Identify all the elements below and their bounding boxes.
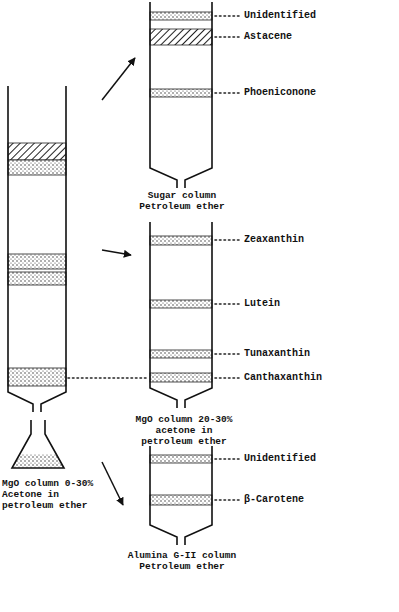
column-tube [150,446,212,545]
leader-dots [215,15,240,17]
band-label: Astacene [243,31,293,43]
adsorbed-band [8,368,66,386]
collection-flask [12,420,64,468]
leader-dots [215,458,240,460]
leader-dots [68,377,146,379]
adsorbed-band [150,373,212,382]
leader-dots [215,303,240,305]
column-tube [150,2,212,188]
flow-arrow [102,462,123,505]
column-tube [8,86,66,412]
band-label: Tunaxanthin [243,348,311,360]
column-tube [150,222,212,408]
adsorbed-band [8,254,66,269]
column-node: Sugar column Petroleum ether [136,0,228,212]
adsorbed-band [150,236,212,245]
adsorbed-band [8,143,66,160]
band-label: Zeaxanthin [243,234,305,246]
column-caption: Alumina G-II column Petroleum ether [124,550,240,572]
leader-dots [215,36,240,38]
adsorbed-band [150,455,212,463]
column-caption: MgO column 20-30% acetone in petroleum e… [132,414,236,447]
adsorbed-band [150,350,212,358]
column-node: Alumina G-II column Petroleum ether [124,444,240,572]
band-label: Phoeniconone [243,87,317,99]
flow-arrow [102,250,131,255]
column-node: MgO column 0-30% Acetone in petroleum et… [2,84,102,511]
leader-dots [215,92,240,94]
adsorbed-band [8,272,66,285]
leader-dots [215,377,240,379]
adsorbed-band [150,89,212,97]
chromatography-column [150,446,212,545]
leader-dots [215,353,240,355]
adsorbed-band [150,29,212,45]
column-caption: Sugar column Petroleum ether [136,190,228,212]
band-label: Canthaxanthin [243,372,323,384]
adsorbed-band [8,160,66,175]
adsorbed-band [150,12,212,20]
chromatography-column [8,86,66,412]
chromatography-column [150,2,212,188]
leader-dots [215,499,240,501]
column-node: MgO column 20-30% acetone in petroleum e… [132,220,236,447]
band-label: Unidentified [243,453,317,465]
flow-arrow [102,58,135,100]
band-label: Lutein [243,298,281,310]
band-label: Unidentified [243,10,317,22]
adsorbed-band [150,495,212,505]
chromatography-column [150,222,212,408]
eluate [12,454,64,468]
adsorbed-band [150,300,212,308]
column-caption: MgO column 0-30% Acetone in petroleum et… [2,478,102,511]
leader-dots [215,239,240,241]
band-label: β-Carotene [243,494,305,506]
